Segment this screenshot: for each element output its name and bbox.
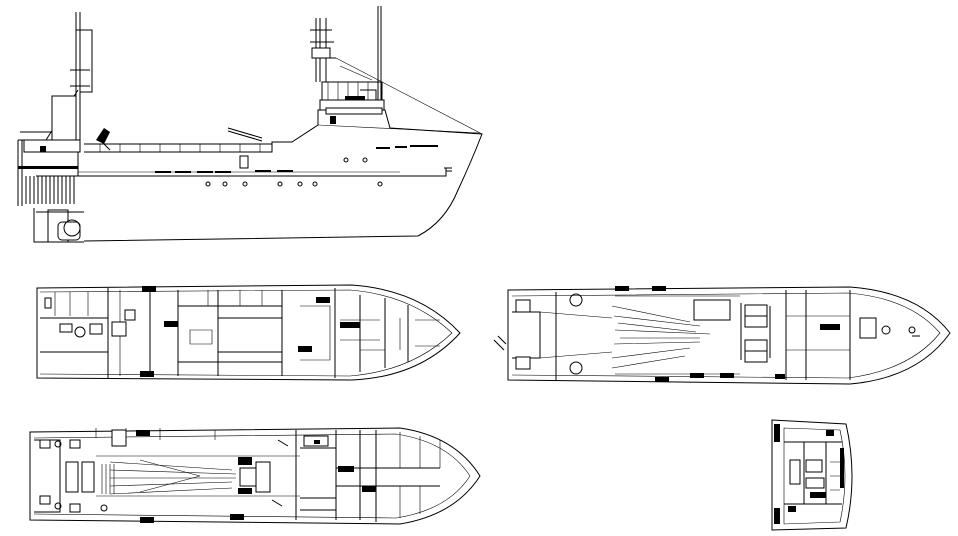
lower-deck-plan-view [30, 428, 480, 524]
side-profile-view [18, 6, 482, 242]
bridge-deck-fittings [774, 424, 844, 524]
superstructure [320, 82, 384, 124]
trawl-net-lines [612, 300, 730, 368]
lower-deck-winch [238, 440, 288, 506]
aft-mast [46, 12, 92, 140]
lower-deck-outline [30, 428, 480, 524]
lower-deck-hatch-marks [136, 430, 376, 523]
bridge-deck-plan-view [772, 420, 852, 530]
main-deck-outline [37, 285, 460, 380]
trawl-deck-bulkheads [556, 290, 850, 380]
main-deck-hatch-marks [140, 286, 360, 377]
stern-ramp-grating [26, 176, 74, 204]
lower-deck-trawl-area [34, 440, 300, 512]
rudder-propeller [36, 210, 84, 242]
trawl-deck-plan-view [494, 286, 950, 384]
trawl-winches [516, 294, 920, 374]
trawl-deck-outline [508, 287, 950, 384]
trawl-ramp [494, 312, 612, 358]
trawl-winch-crane [96, 128, 262, 168]
bridge-deck-outline [772, 420, 852, 530]
main-deck-fittings [45, 298, 135, 337]
main-deck-plan-view [37, 285, 460, 380]
lower-deck-fittings [40, 430, 320, 512]
main-deck-bulkheads [40, 288, 440, 378]
bulwark-railing [84, 144, 272, 152]
hull-outline [34, 110, 482, 242]
stern-gantry [18, 132, 80, 206]
portholes [155, 145, 452, 186]
foremast [310, 6, 482, 134]
trawl-deck-hatch-marks [615, 286, 840, 382]
